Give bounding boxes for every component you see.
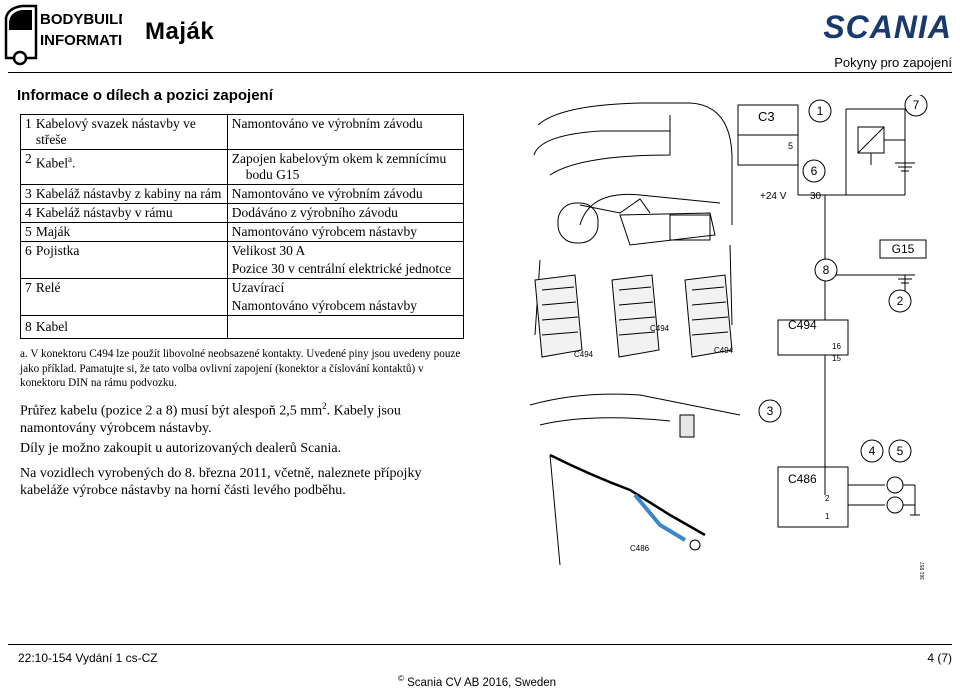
dealer-note: Díly je možno zakoupit u autorizovaných … (20, 441, 342, 456)
c494-connector-b (611, 274, 660, 358)
section-title: Informace o dílech a pozici zapojení (17, 87, 273, 104)
callout-8 (814, 258, 838, 282)
copyright: © Scania CV AB 2016, Sweden (398, 674, 557, 689)
callout-5-label: 5 (897, 444, 904, 458)
callout-2 (888, 289, 912, 313)
c486-schematic-box (777, 466, 849, 528)
table-row: 2 Kabela. Zapojen kabelovým okem k zemní… (19, 149, 465, 185)
c494-connector-a (534, 274, 583, 358)
callout-1-label: 1 (817, 104, 824, 118)
part-number: 8 (19, 315, 34, 339)
g15-label: G15 (892, 242, 915, 256)
footnote: a. V konektoru C494 lze použít libovolné… (20, 348, 461, 389)
svg-text:SCANIA: SCANIA (823, 10, 952, 42)
bodybuilding-information-logo: BODYBUILDING INFORMATION (0, 0, 122, 66)
part-detail: Namontováno ve výrobním závodu (226, 114, 465, 150)
callout-1 (808, 99, 832, 123)
callout-6-label: 6 (811, 164, 818, 178)
callout-3 (758, 399, 782, 423)
callout-6 (802, 159, 826, 183)
part-number: 3 (19, 184, 34, 204)
callout-4-label: 4 (869, 444, 876, 458)
table-row: 5 Maják Namontováno výrobcem nástavby (19, 222, 465, 242)
table-row: 3 Kabeláž nástavby z kabiny na rám Namon… (19, 184, 465, 204)
part-number: 7 (19, 278, 34, 316)
pin-5-label: 5 (788, 141, 793, 151)
ground-symbols (895, 162, 920, 516)
page-title: Maják (145, 18, 215, 45)
callout-3-label: 3 (767, 404, 774, 418)
c494-schematic-box (777, 319, 849, 356)
part-detail: Dodáváno z výrobního závodu (226, 203, 465, 223)
c486-schematic-label: C486 (788, 472, 817, 486)
pin-2-label: 2 (825, 494, 830, 503)
callout-5 (888, 439, 912, 463)
part-name: Maják (33, 222, 228, 242)
wiring-diagram: 1 6 7 8 2 3 4 5 C3 5 +24 V 30 C494 16 15… (529, 95, 928, 580)
header-divider (8, 72, 952, 73)
document-id: 22:10-154 Vydání 1 cs-CZ (18, 651, 158, 665)
c486-illustration-label: C486 (630, 544, 650, 553)
part-detail: Namontováno ve výrobním závodu (226, 184, 465, 204)
c494-label-a: C494 (650, 324, 670, 333)
c494-schematic-label: C494 (788, 318, 817, 332)
part-name: Pojistka (33, 241, 228, 279)
copyright-symbol: © (398, 674, 404, 683)
cable-note: Průřez kabelu (pozice 2 a 8) musí být al… (20, 401, 401, 436)
g15-box (879, 239, 927, 259)
callout-7 (904, 95, 928, 117)
logo-line1: BODYBUILDING (40, 11, 122, 28)
document-subtitle: Pokyny pro zapojení (834, 55, 952, 70)
part-name: Relé (33, 278, 228, 316)
part-detail (226, 315, 465, 339)
pin-15-label: 15 (832, 354, 841, 363)
scania-logo: SCANIA (823, 10, 952, 42)
part-number: 5 (19, 222, 34, 242)
part-number: 2 (19, 149, 34, 185)
part-name: Kabel (33, 315, 228, 339)
footer-divider (8, 644, 952, 645)
callout-8-label: 8 (823, 263, 830, 277)
plus24-label: +24 V (760, 191, 787, 202)
footnote-marker: a (68, 154, 73, 164)
vehicle-note: Na vozidlech vyrobených do 8. března 201… (20, 466, 422, 498)
table-row: 8 Kabel (19, 315, 465, 339)
part-number: 1 (19, 114, 34, 150)
pin-1-label: 1 (825, 512, 830, 521)
part-name: Kabela. (33, 149, 228, 185)
part-number: 4 (19, 203, 34, 223)
part-name: Kabeláž nástavby v rámu (33, 203, 228, 223)
callout-4 (860, 439, 884, 463)
c3-label: C3 (758, 109, 775, 124)
page-number: 4 (7) (927, 651, 952, 665)
callout-2-label: 2 (897, 294, 904, 308)
cab-outline (537, 102, 733, 225)
part-name: Kabeláž nástavby z kabiny na rám (33, 184, 228, 204)
logo-line2: INFORMATION (40, 32, 122, 49)
c494-label-c: C494 (714, 346, 734, 355)
callout-7-label: 7 (913, 98, 920, 112)
c494-label-b: C494 (574, 350, 594, 359)
pin-16-label: 16 (832, 342, 841, 351)
part-number: 6 (19, 241, 34, 279)
part-detail: Namontováno výrobcem nástavby (226, 222, 465, 242)
image-reference: 361 957 (920, 562, 926, 580)
c494-connector-c (684, 274, 733, 358)
table-row: 4 Kabeláž nástavby v rámu Dodáváno z výr… (19, 203, 465, 223)
pin-30-label: 30 (810, 191, 822, 202)
